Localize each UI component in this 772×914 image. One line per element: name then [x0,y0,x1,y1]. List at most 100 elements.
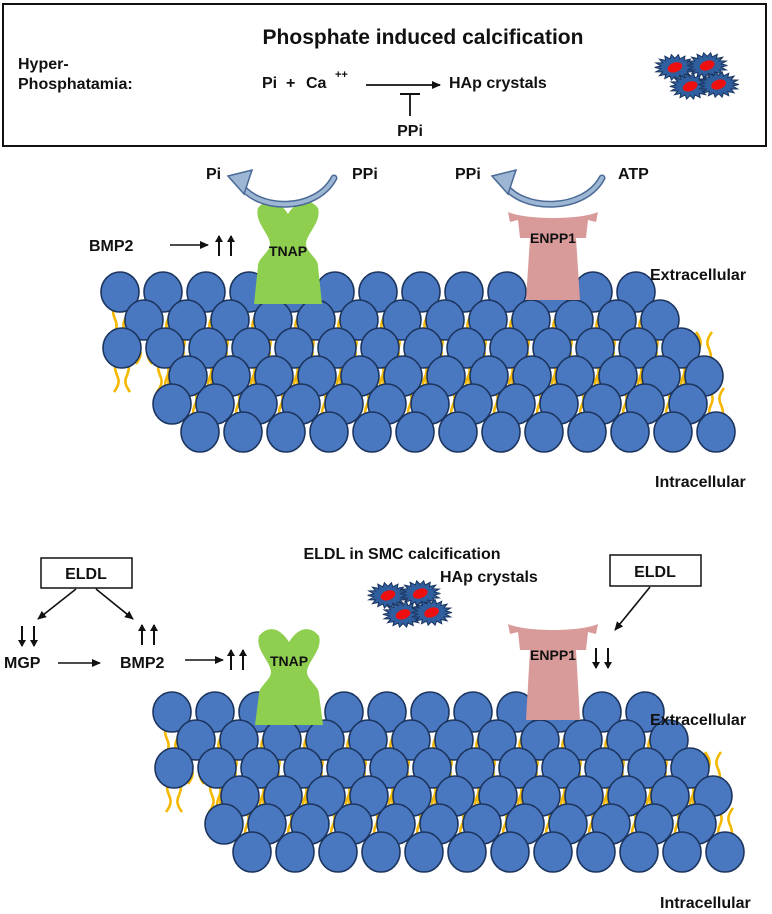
crystal-core [412,588,428,599]
enpp1-label-2: ENPP1 [530,647,576,663]
eldl-left-label: ELDL [65,566,107,583]
membrane-panel-1: TNAP ENPP1 Pi PPi PPi ATP BMP2 Extracell… [89,166,746,491]
lipid-head [455,747,495,789]
lipid-head [567,411,607,453]
product-hap: HAp crystals [449,75,547,92]
tnap-enzyme-2 [255,629,323,725]
lipid-head [274,327,314,369]
lipid-head [404,831,444,873]
crystal-core [699,60,715,71]
lipid-head [696,411,736,453]
lipid-head [649,719,689,761]
lipid-head [576,831,616,873]
lipid-head [477,719,517,761]
extracellular-label-1: Extracellular [650,267,746,284]
hap-crystals-icon-2 [367,579,453,629]
lipid-head [266,411,306,453]
crystal-core [667,62,683,73]
crystal-core [711,79,726,90]
lipid-head [627,747,667,789]
lipid-head [481,411,521,453]
lipid-head [391,719,431,761]
tnap-curved-arrow [236,174,338,208]
lipid-head [382,299,422,341]
tnap-enzyme [254,201,322,304]
lipid-head [318,831,358,873]
lipid-head [498,747,538,789]
lipid-head [176,719,216,761]
lipid-head [188,327,228,369]
lipid-head [438,411,478,453]
crystal-core [395,609,411,620]
lipid-head [124,299,164,341]
tnap-substrate-ppi: PPi [352,166,378,183]
lipid-head [145,327,185,369]
lipid-head [425,299,465,341]
lipid-head [606,719,646,761]
lipid-head [152,383,192,425]
lipid-head [447,831,487,873]
ca-charge: ++ [335,69,348,81]
lipid-head [326,747,366,789]
lipid-head [369,747,409,789]
enpp1-substrate-atp: ATP [618,166,649,183]
lipid-head [524,411,564,453]
up-arrows-icon-bmp2 [138,624,158,645]
eldl-panel-title: ELDL in SMC calcification [303,546,500,563]
intracellular-label-2: Intracellular [660,895,751,912]
lipid-head [490,831,530,873]
lipid-head [309,411,349,453]
lipid-head [305,719,345,761]
enpp1-enzyme-2 [508,624,598,720]
eldl-to-enpp1-arrow [614,586,651,631]
plus-sign: + [286,75,295,92]
lipid-head [412,747,452,789]
hap-crystals-icon [654,51,740,101]
lipid-head [489,327,529,369]
eldl-right-label: ELDL [634,564,676,581]
enpp1-curved-arrow [500,174,606,208]
lipid-head [223,411,263,453]
lipid-head [619,831,659,873]
condition-label-1: Hyper- [18,56,69,73]
crystal-core [424,607,439,618]
lipid-head [434,719,474,761]
reaction-title: Phosphate induced calcification [263,26,584,49]
lipid-head [468,299,508,341]
lipid-head [361,831,401,873]
lipid-head [231,327,271,369]
tnap-label: TNAP [269,243,307,259]
membrane-panel-2: TNAP ENPP1 ELDL in SMC calcification HAp… [4,546,751,912]
enpp1-enzyme [508,212,598,300]
lipid-head [705,831,745,873]
lipid-head [670,747,710,789]
lipid-head [232,831,272,873]
lipid-head [533,831,573,873]
lipid-head [100,271,140,313]
enpp1-label: ENPP1 [530,230,576,246]
eldl-box-left [40,557,133,589]
lipid-bilayer-1 [100,271,736,453]
lipid-head [541,747,581,789]
lipid-head [610,411,650,453]
enpp1-product-ppi: PPi [455,166,481,183]
tnap-label-2: TNAP [270,653,308,669]
lipid-head [563,719,603,761]
lipid-head [446,327,486,369]
lipid-head [317,327,357,369]
lipid-head [152,691,192,733]
down-arrows-icon-enpp1 [592,648,612,669]
lipid-head [348,719,388,761]
up-arrows-icon-tnap [227,649,247,670]
tnap-curved-arrow-fill [238,176,336,207]
tnap-arrowhead [226,168,254,196]
lipid-head [283,747,323,789]
up-arrows-icon [215,235,235,256]
lipid-head [197,747,237,789]
lipid-head [618,327,658,369]
lipid-head [352,411,392,453]
lipid-bilayer-2 [152,691,745,873]
lipid-head [403,327,443,369]
reactant-pi: Pi [262,75,277,92]
